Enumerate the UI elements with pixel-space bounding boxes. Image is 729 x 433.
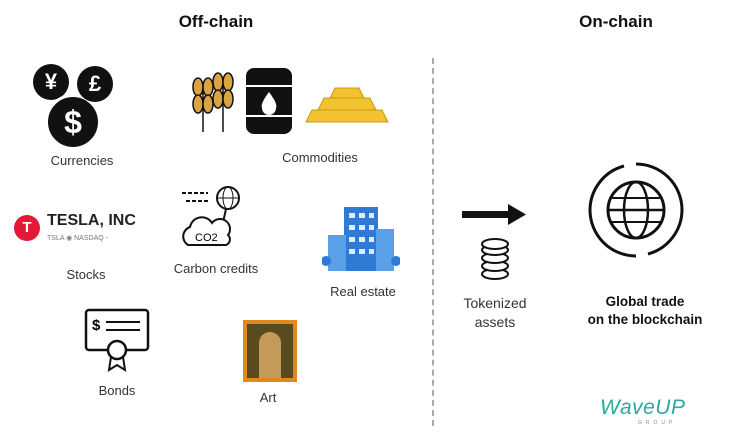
off-chain-heading: Off-chain [178,12,254,31]
tesla-stock-card: T TESLA, INC TSLA ◉ NASDAQ - [14,212,144,248]
divider [432,58,434,426]
gold-bars-icon [305,87,389,123]
dollar-icon: $ [45,94,101,150]
commodities-icon [192,68,389,134]
real-estate-label: Real estate [330,284,396,299]
coins-stack-icon [481,238,509,280]
exchange: NASDAQ [74,235,104,242]
carbon-credits-icon: CO2 [182,186,240,246]
global-blockchain-icon [588,162,684,258]
suffix: - [105,235,108,242]
bonds-label: Bonds [98,383,136,398]
oil-barrel-icon [246,68,292,134]
currencies-icon: ¥ $ £ [33,62,113,150]
commodities-label: Commodities [282,150,358,165]
on-chain-heading: On-chain [579,12,653,31]
carbon-credits-label: Carbon credits [173,261,259,276]
wheat-icon [192,72,234,132]
currencies-label: Currencies [50,153,114,168]
tesla-logo-icon: T [14,215,40,241]
art-painting-icon [243,320,297,382]
co2-text: CO2 [195,232,218,244]
ticker: TSLA [47,235,65,242]
real-estate-icon [322,207,400,271]
tesla-name: TESLA, INC [47,212,136,229]
svg-text:$: $ [92,317,101,334]
pound-icon: £ [77,66,113,102]
bonds-icon: $ [84,308,150,372]
arrow-right-icon [462,204,526,225]
waveup-logo: WaveUP GROUP [600,396,686,426]
art-label: Art [259,390,277,405]
stocks-label: Stocks [66,267,106,282]
yen-icon: ¥ [33,64,69,100]
